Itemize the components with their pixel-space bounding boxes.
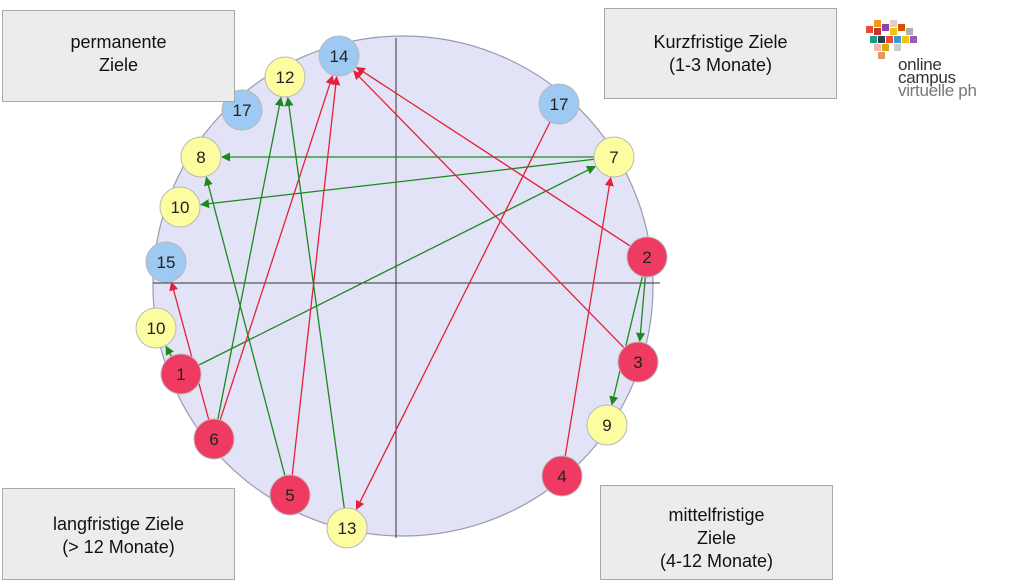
arrows-layer xyxy=(165,66,647,517)
goal-node-circle xyxy=(145,241,187,283)
goal-node-circle xyxy=(586,404,628,446)
mid-term-goals-label: mittelfristige Ziele (4-12 Monate) xyxy=(659,505,774,571)
logo-line-virtuelle-ph: virtuelle ph xyxy=(898,81,977,100)
goal-node-n17b: 17 xyxy=(538,83,580,125)
arrow-n6-to-n15 xyxy=(169,281,212,428)
goal-node-label: 13 xyxy=(338,519,357,538)
goal-node-label: 6 xyxy=(209,430,218,449)
goal-node-circle xyxy=(264,56,306,98)
goal-node-n4: 4 xyxy=(541,455,583,497)
long-term-goals-box: langfristige Ziele (> 12 Monate) xyxy=(2,488,235,580)
permanent-goals-box: permanente Ziele xyxy=(2,10,235,102)
goal-node-circle xyxy=(617,341,659,383)
goal-node-circle xyxy=(626,236,668,278)
goal-node-n1: 1 xyxy=(160,353,202,395)
goal-node-label: 10 xyxy=(147,319,166,338)
goal-node-n5: 5 xyxy=(269,474,311,516)
arrow-n5-to-n14 xyxy=(290,75,341,484)
arrow-n1-to-n7 xyxy=(191,165,597,370)
goal-node-label: 9 xyxy=(602,416,611,435)
arrow-n6-to-n14 xyxy=(217,75,335,428)
goal-node-label: 17 xyxy=(550,95,569,114)
goal-node-label: 7 xyxy=(609,148,618,167)
arrow-n13-to-n12 xyxy=(284,96,347,517)
goal-node-n10a: 10 xyxy=(159,186,201,228)
goal-node-circle xyxy=(318,35,360,77)
logo-line-online: online xyxy=(898,55,942,74)
goal-node-label: 8 xyxy=(196,148,205,167)
goal-node-label: 3 xyxy=(633,353,642,372)
nodes-layer: 14 12 17 8 10 15 10 1 6 5 13 17 7 2 3 9 4 xyxy=(135,35,668,549)
goal-node-label: 5 xyxy=(285,486,294,505)
goal-node-circle xyxy=(538,83,580,125)
logo-mosaic-icon xyxy=(866,20,917,59)
goal-node-circle xyxy=(160,353,202,395)
arrow-n2-to-n9 xyxy=(609,268,645,406)
long-term-goals-label: langfristige Ziele (> 12 Monate) xyxy=(52,514,185,557)
goal-node-circle xyxy=(269,474,311,516)
goal-node-label: 17 xyxy=(233,101,252,120)
goal-node-circle xyxy=(180,136,222,178)
arrow-n6-to-n12 xyxy=(215,96,284,428)
arrow-n17b-to-n13 xyxy=(355,114,555,511)
goal-node-n13: 13 xyxy=(326,507,368,549)
arrow-n2-to-n3 xyxy=(635,268,647,342)
goal-node-n10b: 10 xyxy=(135,307,177,349)
logo-line-campus: campus xyxy=(898,68,956,87)
short-term-goals-label: Kurzfristige Ziele (1-3 Monate) xyxy=(653,32,788,75)
goal-node-label: 4 xyxy=(557,467,566,486)
goal-node-n15: 15 xyxy=(145,241,187,283)
goal-node-n9: 9 xyxy=(586,404,628,446)
arrow-n4-to-n7 xyxy=(563,176,614,465)
goal-node-circle xyxy=(541,455,583,497)
short-term-goals-box: Kurzfristige Ziele (1-3 Monate) xyxy=(604,8,837,99)
goal-node-n2: 2 xyxy=(626,236,668,278)
goal-node-n12: 12 xyxy=(264,56,306,98)
goal-node-n7: 7 xyxy=(593,136,635,178)
goal-node-circle xyxy=(193,418,235,460)
goal-node-label: 2 xyxy=(642,248,651,267)
goal-node-circle xyxy=(135,307,177,349)
goal-node-n14: 14 xyxy=(318,35,360,77)
goal-node-label: 12 xyxy=(276,68,295,87)
goal-node-label: 14 xyxy=(330,47,349,66)
goal-circle xyxy=(152,35,654,537)
goal-node-circle xyxy=(326,507,368,549)
arrow-n5-to-n8 xyxy=(204,176,288,484)
goal-node-n3: 3 xyxy=(617,341,659,383)
goal-node-label: 1 xyxy=(176,365,185,384)
goal-node-n6: 6 xyxy=(193,418,235,460)
goal-node-label: 10 xyxy=(171,198,190,217)
permanent-goals-label: permanente Ziele xyxy=(70,32,167,75)
arrow-n2-to-n14 xyxy=(355,66,638,251)
mid-term-goals-box: mittelfristige Ziele (4-12 Monate) xyxy=(600,485,833,580)
online-campus-logo: online campus virtuelle ph xyxy=(866,20,986,100)
goal-node-circle xyxy=(593,136,635,178)
arrow-n7-to-n10a xyxy=(199,157,603,209)
goal-node-n8: 8 xyxy=(180,136,222,178)
goal-node-circle xyxy=(159,186,201,228)
arrow-n3-to-n14 xyxy=(353,70,631,354)
goal-node-label: 15 xyxy=(157,253,176,272)
